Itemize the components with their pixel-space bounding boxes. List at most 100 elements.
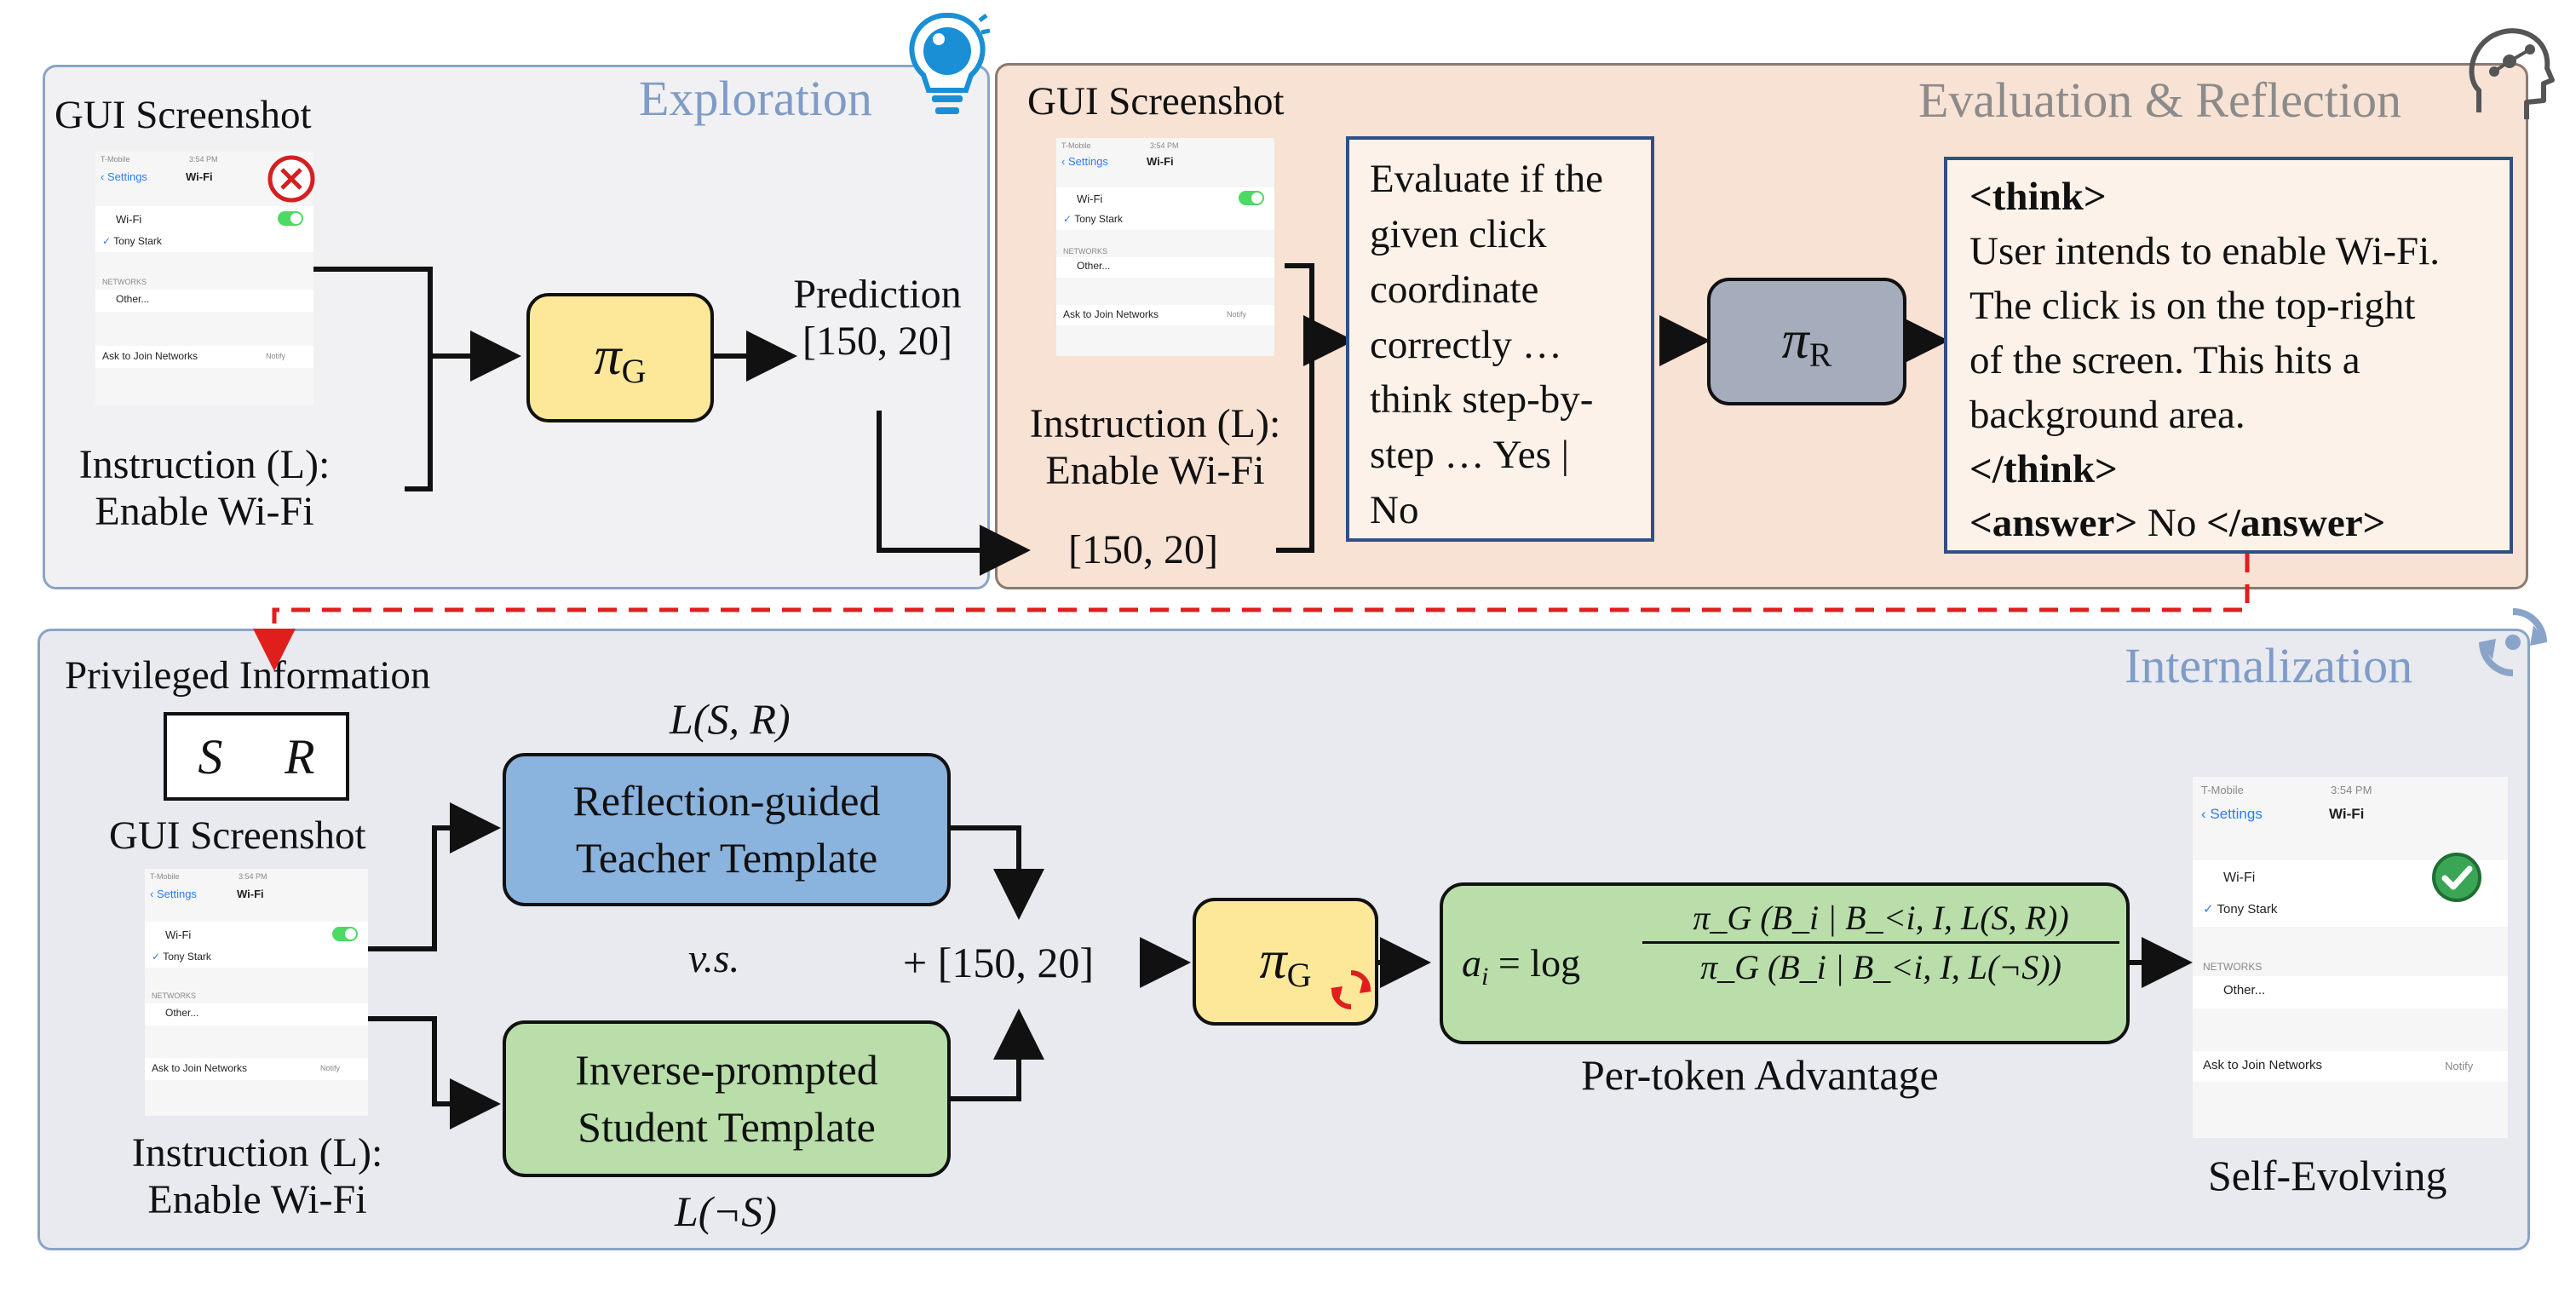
think-close-tag: </think> xyxy=(1969,446,2118,491)
intern-instruction: Instruction (L): Enable Wi-Fi xyxy=(131,1130,383,1223)
policy-r-reflector: πR xyxy=(1707,278,1906,405)
advantage-formula-box xyxy=(1440,882,2130,1044)
phone-ask-row xyxy=(145,1058,368,1080)
intern-screenshot-label: GUI Screenshot xyxy=(109,813,366,858)
phone-other: Other... xyxy=(116,293,150,305)
gui-screenshot-success: T-Mobile 3:54 PM ‹ Settings Wi-Fi Wi-Fi … xyxy=(2193,777,2508,1138)
phone-wifi-label: Wi-Fi xyxy=(116,213,142,226)
update-cycle-icon xyxy=(1331,970,1371,1009)
phone-back-link: ‹ Settings xyxy=(101,170,147,183)
priv-r: R xyxy=(285,728,315,784)
think-open-tag: <think> xyxy=(1969,175,2107,219)
refresh-cycle-icon xyxy=(2479,608,2547,676)
explore-instruction: Instruction (L): Enable Wi-Fi xyxy=(78,442,331,535)
phone-wifi-label: Wi-Fi xyxy=(165,928,192,941)
advantage-fraction: π_G (B_i | B_<i, I, L(S, R)) π_G (B_i | … xyxy=(1642,898,2119,987)
phone-network: ✓ Tony Stark xyxy=(102,235,162,247)
phone-carrier: T-Mobile xyxy=(101,155,130,164)
phone-networks-header: NETWORKS xyxy=(2203,961,2263,973)
green-check-icon xyxy=(2432,853,2481,902)
phone-carrier: T-Mobile xyxy=(150,872,180,881)
phone-network: ✓ Tony Stark xyxy=(152,951,211,963)
plus-coords: + [150, 20] xyxy=(903,939,1094,986)
phone-ask-row xyxy=(95,346,313,368)
phone-wifi-label: Wi-Fi xyxy=(1077,193,1103,205)
versus-label: v.s. xyxy=(688,936,740,981)
priv-s: S xyxy=(198,728,223,784)
phone-title: Wi-Fi xyxy=(186,170,213,183)
phone-other-row xyxy=(95,290,313,312)
phone-title: Wi-Fi xyxy=(237,888,264,900)
wifi-toggle xyxy=(332,927,358,941)
gui-screenshot-explore: T-Mobile 3:54 PM ‹ Settings Wi-Fi Wi-Fi … xyxy=(95,152,313,405)
phone-networks-header: NETWORKS xyxy=(152,991,197,1000)
head-reflection-icon xyxy=(2469,28,2555,119)
phone-title: Wi-Fi xyxy=(1147,155,1174,168)
phone-notify: Notify xyxy=(320,1064,341,1072)
wifi-toggle xyxy=(1239,191,1264,205)
phone-time: 3:54 PM xyxy=(239,872,267,881)
phone-network: ✓ Tony Stark xyxy=(2203,902,2278,917)
phone-time: 3:54 PM xyxy=(1150,141,1179,150)
internalization-title: Internalization xyxy=(2125,638,2413,693)
policy-g-explore: πG xyxy=(526,293,714,422)
privileged-info-box: S R xyxy=(164,712,349,801)
phone-notify: Notify xyxy=(2445,1060,2474,1072)
eval-instruction: Instruction (L): Enable Wi-Fi xyxy=(1029,401,1281,494)
gui-screenshot-eval: T-Mobile 3:54 PM ‹ Settings Wi-Fi Wi-Fi … xyxy=(1056,138,1274,356)
teacher-formula: L(S, R) xyxy=(670,695,791,743)
gui-screenshot-intern: T-Mobile 3:54 PM ‹ Settings Wi-Fi Wi-Fi … xyxy=(145,869,368,1116)
phone-networks-header: NETWORKS xyxy=(102,278,147,286)
exploration-title: Exploration xyxy=(639,71,872,126)
phone-back-link: ‹ Settings xyxy=(2201,806,2263,822)
phone-back-link: ‹ Settings xyxy=(150,888,197,900)
red-x-icon xyxy=(267,155,315,203)
advantage-numerator: π_G (B_i | B_<i, I, L(S, R)) xyxy=(1693,899,2069,937)
phone-carrier: T-Mobile xyxy=(1061,141,1091,150)
phone-networks-header: NETWORKS xyxy=(1063,247,1108,256)
advantage-lhs: ai = log xyxy=(1462,941,1581,991)
phone-other-row xyxy=(145,1003,368,1026)
lightbulb-icon xyxy=(909,12,990,114)
per-token-advantage-label: Per-token Advantage xyxy=(1581,1051,1939,1099)
phone-other: Other... xyxy=(1077,260,1111,272)
phone-ask-row xyxy=(2193,1051,2508,1082)
phone-other: Other... xyxy=(165,1007,199,1019)
phone-ask-row xyxy=(1056,305,1274,325)
explore-screenshot-label: GUI Screenshot xyxy=(55,93,312,137)
phone-ask: Ask to Join Networks xyxy=(1063,308,1159,320)
privileged-info-label: Privileged Information xyxy=(65,653,431,698)
phone-wifi-label: Wi-Fi xyxy=(2223,871,2256,885)
phone-other-row xyxy=(1056,257,1274,278)
phone-wifi-rows xyxy=(145,922,368,968)
answer-line: <answer> No </answer> xyxy=(1969,501,2386,546)
evaluation-title: Evaluation & Reflection xyxy=(1918,72,2401,128)
student-formula: L(¬S) xyxy=(675,1187,777,1235)
self-evolving-label: Self-Evolving xyxy=(2208,1152,2447,1199)
reflection-output-box: <think> User intends to enable Wi-Fi. Th… xyxy=(1944,157,2513,554)
eval-screenshot-label: GUI Screenshot xyxy=(1027,79,1285,124)
eval-coords: [150, 20] xyxy=(1068,527,1218,572)
phone-wifi-rows xyxy=(1056,187,1274,230)
phone-title: Wi-Fi xyxy=(2329,806,2365,822)
phone-notify: Notify xyxy=(266,352,286,360)
evaluation-prompt-box: Evaluate if the given click coordinate c… xyxy=(1346,136,1654,542)
phone-ask: Ask to Join Networks xyxy=(102,350,198,362)
phone-back-link: ‹ Settings xyxy=(1061,155,1108,168)
prediction-block: Prediction [150, 20] xyxy=(793,272,962,365)
phone-notify: Notify xyxy=(1227,310,1247,319)
policy-g-intern: πG xyxy=(1193,898,1378,1026)
advantage-denominator: π_G (B_i | B_<i, I, L(¬S)) xyxy=(1700,948,2061,986)
phone-network: ✓ Tony Stark xyxy=(1063,213,1123,225)
phone-other-row xyxy=(2193,976,2508,1009)
phone-ask: Ask to Join Networks xyxy=(152,1062,248,1074)
phone-wifi-rows xyxy=(95,206,313,252)
phone-other: Other... xyxy=(2223,983,2266,997)
phone-ask: Ask to Join Networks xyxy=(2203,1058,2323,1072)
phone-time: 3:54 PM xyxy=(2331,784,2372,796)
phone-carrier: T-Mobile xyxy=(2201,784,2244,796)
phone-time: 3:54 PM xyxy=(189,155,218,164)
wifi-toggle xyxy=(278,211,303,226)
